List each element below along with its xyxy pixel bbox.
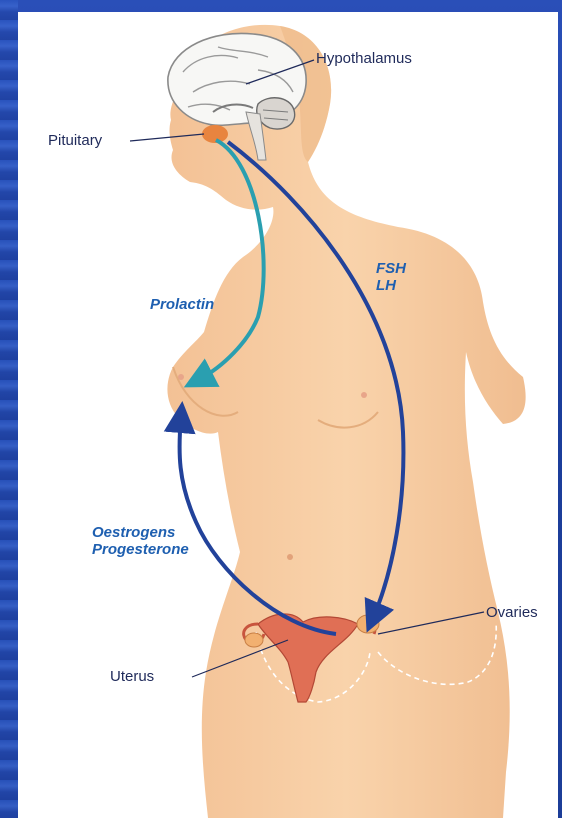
pituitary-label: Pituitary xyxy=(48,132,102,149)
ovaries-label: Ovaries xyxy=(486,604,538,621)
uterus-label: Uterus xyxy=(110,668,154,685)
left-ovary xyxy=(245,633,263,647)
fsh-lh-label: FSH LH xyxy=(376,260,406,294)
right-ovary xyxy=(357,615,379,633)
hypothalamus-label: Hypothalamus xyxy=(316,50,412,67)
fsh-text: FSH xyxy=(376,260,406,277)
prolactin-label: Prolactin xyxy=(150,296,214,313)
slide-edge-texture xyxy=(0,0,18,818)
lh-text: LH xyxy=(376,277,406,294)
left-nipple xyxy=(178,374,184,380)
oestrogens-progesterone-label: Oestrogens Progesterone xyxy=(92,524,189,558)
pituitary-gland xyxy=(202,125,228,143)
oestrogens-text: Oestrogens xyxy=(92,524,189,541)
navel xyxy=(287,554,293,560)
diagram-panel: Hypothalamus Pituitary Prolactin FSH LH … xyxy=(18,12,558,818)
progesterone-text: Progesterone xyxy=(92,541,189,558)
right-nipple xyxy=(361,392,367,398)
